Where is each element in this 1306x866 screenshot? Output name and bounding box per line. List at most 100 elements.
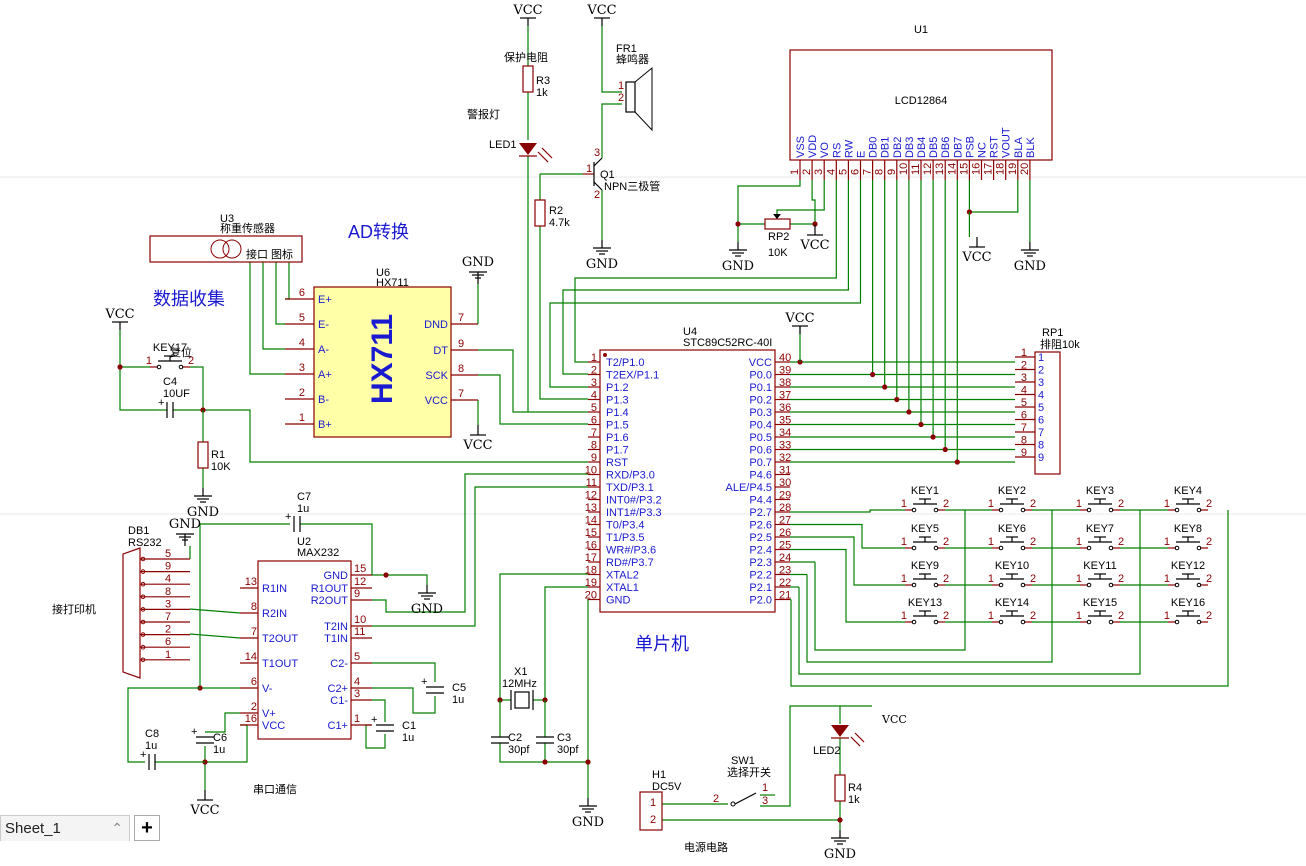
key17-contact1 — [156, 364, 162, 370]
wire — [574, 180, 837, 363]
wire — [300, 523, 373, 575]
key-15-contact1 — [1086, 619, 1092, 625]
hx711-name: HX711 — [376, 277, 409, 289]
key-12-pin2: 2 — [1206, 573, 1212, 585]
hx711-left-name: B- — [318, 394, 329, 406]
lcd-pin-num: 15 — [958, 163, 970, 175]
max232-right-num: 3 — [354, 688, 360, 700]
key-13-contact2 — [933, 619, 939, 625]
mcu-left-num: 14 — [585, 515, 597, 527]
sheet-tab-1[interactable]: Sheet_1 ⌃ — [0, 815, 130, 841]
key-6-pin1: 1 — [988, 536, 994, 548]
q1-pin3: 3 — [594, 147, 600, 159]
rp2-value: 10K — [768, 247, 788, 259]
key-8-pin2: 2 — [1206, 536, 1212, 548]
max232-left-name: R1IN — [262, 583, 287, 595]
wire — [499, 573, 588, 700]
mcu-right-name: P0.6 — [749, 445, 772, 457]
wire — [544, 586, 588, 700]
chevron-up-icon[interactable]: ⌃ — [111, 820, 123, 836]
junction-dot — [930, 434, 936, 440]
hx711-right-name: DT — [433, 345, 448, 357]
fr1-ref: FR1 — [616, 43, 637, 55]
mcu-right-num: 31 — [779, 465, 791, 477]
max232-name: MAX232 — [297, 547, 339, 559]
c5-value: 1u — [452, 694, 464, 706]
mcu-body — [599, 349, 776, 613]
junction-dot — [542, 759, 548, 765]
key-1-ref: KEY1 — [911, 485, 939, 497]
mcu-right-num: 40 — [779, 352, 791, 364]
key-1-pin1: 1 — [901, 498, 907, 510]
power-title: 电源电路 — [684, 840, 728, 854]
mcu-left-num: 16 — [585, 540, 597, 552]
key-7-ref: KEY7 — [1086, 523, 1114, 535]
mcu-right-num: 27 — [779, 515, 791, 527]
r2-value: 4.7k — [549, 217, 570, 229]
lcd-pin-name: BLK — [1025, 137, 1037, 158]
mcu-left-name: P1.5 — [606, 420, 629, 432]
key-9-contact1 — [911, 582, 917, 588]
lcd-pin-num: 14 — [946, 163, 958, 175]
lcd-pin-num: 10 — [898, 163, 910, 175]
max232-right-name: C2+ — [328, 683, 349, 695]
key-8-contact2 — [1196, 545, 1202, 551]
max232-left-num: 14 — [245, 651, 257, 663]
wire — [601, 26, 622, 93]
lcd-pin-name: VO — [819, 142, 831, 158]
key-11-contact2 — [1108, 582, 1114, 588]
annotations: AD转换数据收集警报灯单片机串口通信接打印机电源电路U1LCD12864VSS1… — [52, 3, 1212, 862]
led2-ref: LED2 — [813, 745, 841, 757]
rp1-pin-name: 6 — [1038, 415, 1044, 427]
wire — [790, 509, 905, 513]
lcd-pin-name: VSS — [795, 136, 807, 158]
rp1-pin-name: 8 — [1038, 440, 1044, 452]
mcu-right-num: 25 — [779, 540, 791, 552]
key-2-contact1 — [998, 507, 1004, 513]
key-5-pin2: 2 — [943, 536, 949, 548]
wire — [790, 548, 905, 623]
mcu-ref: U4 — [683, 326, 697, 338]
mcu-left-num: 4 — [591, 390, 597, 402]
key-12-pin1: 1 — [1164, 573, 1170, 585]
max232-body — [257, 560, 352, 740]
rp1-pin-name: 2 — [1038, 365, 1044, 377]
hx711-body — [313, 286, 452, 438]
max232-left-num: 8 — [251, 601, 257, 613]
wire — [806, 574, 1053, 663]
mcu-left-name: TXD/P3.1 — [606, 482, 654, 494]
mcu-right-name: P0.3 — [749, 407, 772, 419]
key-15-ref: KEY15 — [1083, 597, 1117, 609]
max232-right-name: R1OUT — [311, 583, 349, 595]
key-3-ref: KEY3 — [1086, 485, 1114, 497]
vcc-max232-label: VCC — [189, 803, 219, 818]
lcd-pin-name: BLA — [1013, 137, 1025, 158]
mcu-left-name: P1.2 — [606, 382, 629, 394]
add-sheet-button[interactable]: + — [134, 815, 160, 841]
key-14-pin1: 1 — [988, 610, 994, 622]
wire — [199, 524, 240, 689]
mcu-right-num: 29 — [779, 490, 791, 502]
gnd-power-label: GND — [824, 847, 856, 862]
junction-dot — [383, 572, 389, 578]
key-2-pin2: 2 — [1030, 498, 1036, 510]
key-13-contact1 — [911, 619, 917, 625]
mcu-right-num: 24 — [779, 552, 791, 564]
max232-left-num: 13 — [245, 576, 257, 588]
lcd-pin-name: RST — [989, 136, 1001, 158]
db1-pin-num: 9 — [165, 561, 171, 573]
q1-ref: Q1 — [600, 169, 615, 181]
wire — [205, 712, 240, 733]
key-6-pin2: 2 — [1030, 536, 1036, 548]
key-6-contact2 — [1020, 545, 1026, 551]
mcu-left-num: 10 — [585, 465, 597, 477]
wire — [372, 473, 588, 613]
c3-value: 30pf — [557, 744, 579, 756]
key-15-pin2: 2 — [1118, 610, 1124, 622]
lcd-pin-name: DB1 — [880, 137, 892, 158]
db1-name: RS232 — [128, 537, 162, 549]
wire — [814, 562, 966, 651]
hx711-left-name: A+ — [318, 369, 332, 381]
sw1-pin1: 1 — [762, 782, 768, 794]
